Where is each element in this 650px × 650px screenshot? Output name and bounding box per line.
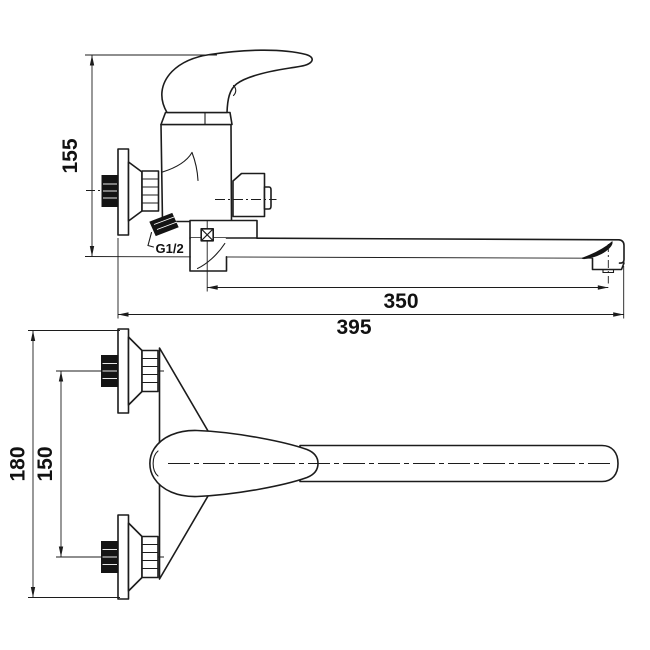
arrow-155-top bbox=[89, 55, 95, 66]
lever-handle bbox=[161, 49, 313, 114]
mount-span-dimension-label: 180 bbox=[7, 446, 30, 481]
spout-length-dimension-label: 350 bbox=[383, 290, 418, 313]
flange-plate-upper bbox=[117, 328, 130, 414]
flange-cone bbox=[127, 161, 143, 222]
thread-hatch-lower bbox=[141, 543, 159, 570]
mixer-body-side bbox=[160, 49, 313, 223]
dimension-overall-height: 155 bbox=[59, 54, 217, 257]
wall-flange-plan-upper bbox=[56, 328, 164, 414]
g12-leader-line bbox=[147, 231, 155, 248]
thread-hatch-upper bbox=[141, 357, 159, 384]
connector-cap bbox=[263, 186, 272, 210]
spout-top-edge bbox=[256, 237, 620, 241]
spout-tip-outline bbox=[618, 239, 625, 264]
spout-root-fill bbox=[190, 238, 226, 271]
flange-thread-upper bbox=[141, 349, 159, 393]
faucet-side-view: G1/2 155 bbox=[59, 49, 625, 339]
arrow-150-top bbox=[58, 371, 64, 382]
flange-cone-lower bbox=[127, 522, 143, 592]
aerator-housing bbox=[591, 257, 625, 271]
flange-cone-upper bbox=[127, 336, 143, 406]
dimension-spout-length: 350 bbox=[207, 285, 609, 313]
arrow-180-bottom bbox=[30, 587, 36, 598]
overall-height-dimension-label: 155 bbox=[59, 138, 82, 173]
handle-pivot-detail bbox=[232, 84, 237, 97]
arrow-395-right bbox=[613, 312, 624, 317]
body-inner-curve-2 bbox=[191, 151, 199, 182]
arrow-350-right bbox=[597, 285, 609, 290]
flange-plate-lower bbox=[117, 514, 130, 600]
g12-fitting bbox=[149, 212, 179, 237]
shower-outlet-connector bbox=[215, 172, 277, 218]
plan-handle-tip-arc bbox=[152, 450, 159, 477]
dimension-flange-span: 180 bbox=[7, 330, 120, 598]
nut-thread-lines-lower bbox=[102, 549, 117, 565]
dimension-inlet-centers: 150 bbox=[34, 371, 64, 557]
flange-plate bbox=[117, 148, 130, 236]
spout-bottom-edge bbox=[84, 256, 593, 259]
valve-seat-symbol bbox=[200, 228, 214, 242]
spout-holder-box bbox=[189, 219, 258, 239]
arrow-155-bottom bbox=[89, 246, 95, 257]
inlet-centers-dimension-label: 150 bbox=[34, 446, 57, 481]
arrow-180-top bbox=[30, 330, 36, 341]
g12-fitting-knurl bbox=[153, 216, 178, 230]
hose-fitting-g12: G1/2 bbox=[147, 212, 184, 256]
arrow-150-bottom bbox=[58, 546, 64, 557]
wall-flange-plan-lower bbox=[56, 514, 164, 600]
arrow-395-left bbox=[118, 312, 129, 317]
thread-size-label: G1/2 bbox=[156, 241, 184, 256]
cartridge-cap bbox=[160, 111, 233, 126]
wall-flange-side bbox=[86, 148, 160, 236]
spout-spray-guard bbox=[581, 241, 613, 260]
arrow-350-left bbox=[207, 285, 218, 290]
body-shell bbox=[160, 123, 233, 223]
body-inner-curve bbox=[161, 151, 193, 173]
overall-length-dimension-label: 395 bbox=[336, 316, 371, 339]
connector-block bbox=[232, 172, 266, 218]
faucet-plan-view: 180 150 bbox=[7, 328, 619, 600]
spout-root-accent bbox=[196, 242, 226, 270]
nut-thread-lines bbox=[103, 183, 117, 199]
dimension-overall-length: 395 bbox=[117, 238, 625, 339]
spout-side bbox=[189, 219, 625, 292]
flange-thread-lower bbox=[141, 535, 159, 579]
nut-thread-lines-upper bbox=[102, 363, 117, 379]
thread-hatch-lines bbox=[141, 178, 160, 204]
spout-root-outline bbox=[189, 237, 228, 272]
flange-thread-block bbox=[141, 170, 160, 212]
